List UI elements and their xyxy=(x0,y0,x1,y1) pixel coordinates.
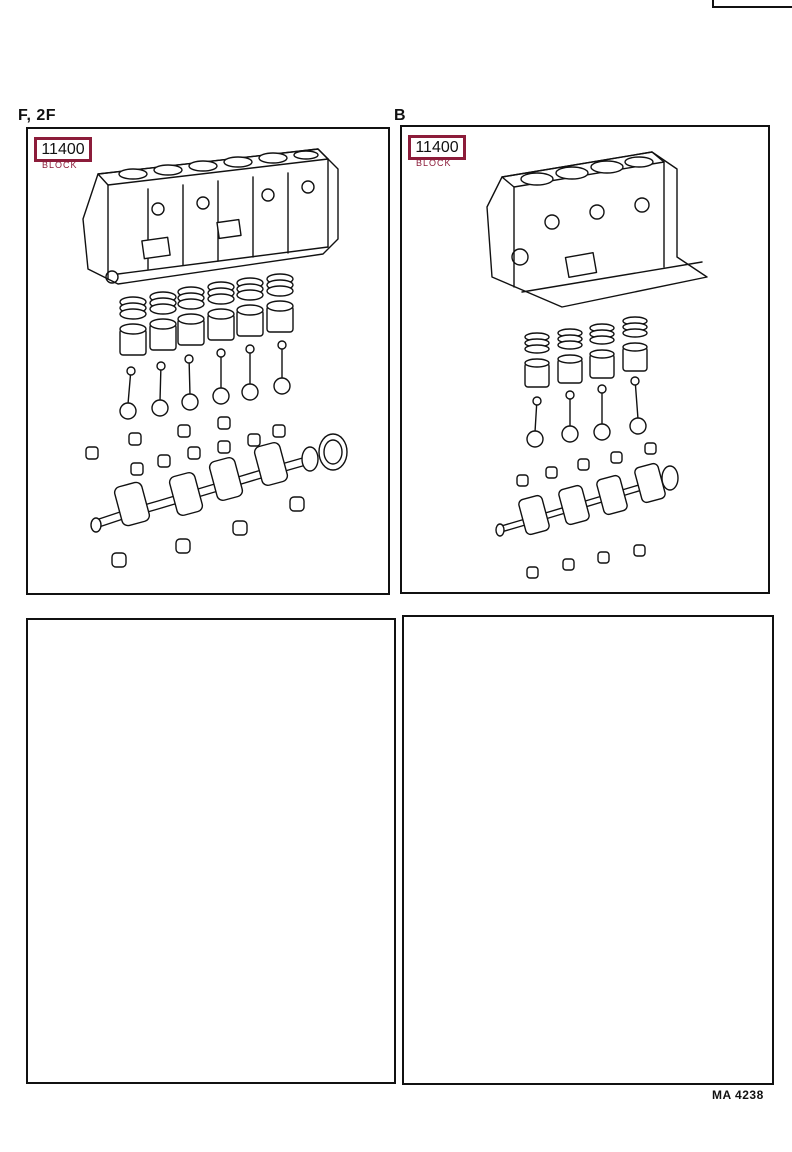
cylinder-block-drawing xyxy=(486,151,708,308)
panel-f-2f-block: 11400 BLOCK xyxy=(26,127,390,595)
crankshaft-drawing xyxy=(90,441,319,533)
bearings-drawing xyxy=(85,416,305,568)
pistons-drawing xyxy=(524,342,648,388)
engine-label-left: F, 2F xyxy=(18,107,57,124)
engine-label-right: B xyxy=(394,107,407,124)
engine-parts-illustration-left xyxy=(82,148,348,568)
bearings-drawing xyxy=(516,442,657,579)
part-name-label: BLOCK xyxy=(416,158,452,168)
panel-b-block: 11400 BLOCK xyxy=(400,125,770,594)
corner-tab-mark xyxy=(712,0,792,8)
illustration-reference-code: MA 4238 xyxy=(712,1088,764,1102)
panel-empty-bottom-right xyxy=(402,615,774,1085)
engine-parts-illustration-right xyxy=(486,151,708,579)
cylinder-block-drawing xyxy=(82,148,339,285)
panel-empty-bottom-left xyxy=(26,618,396,1084)
pistons-drawing xyxy=(119,300,294,356)
piston-rings-drawing xyxy=(524,316,648,354)
connecting-rods-drawing xyxy=(526,376,647,448)
part-number-tag[interactable]: 11400 xyxy=(34,137,92,162)
piston-rings-drawing xyxy=(119,273,294,320)
part-name-label: BLOCK xyxy=(42,160,78,170)
part-number-tag[interactable]: 11400 xyxy=(408,135,466,160)
crankshaft-drawing xyxy=(495,462,679,537)
connecting-rods-drawing xyxy=(119,340,291,420)
oil-seal-drawing xyxy=(318,433,348,471)
